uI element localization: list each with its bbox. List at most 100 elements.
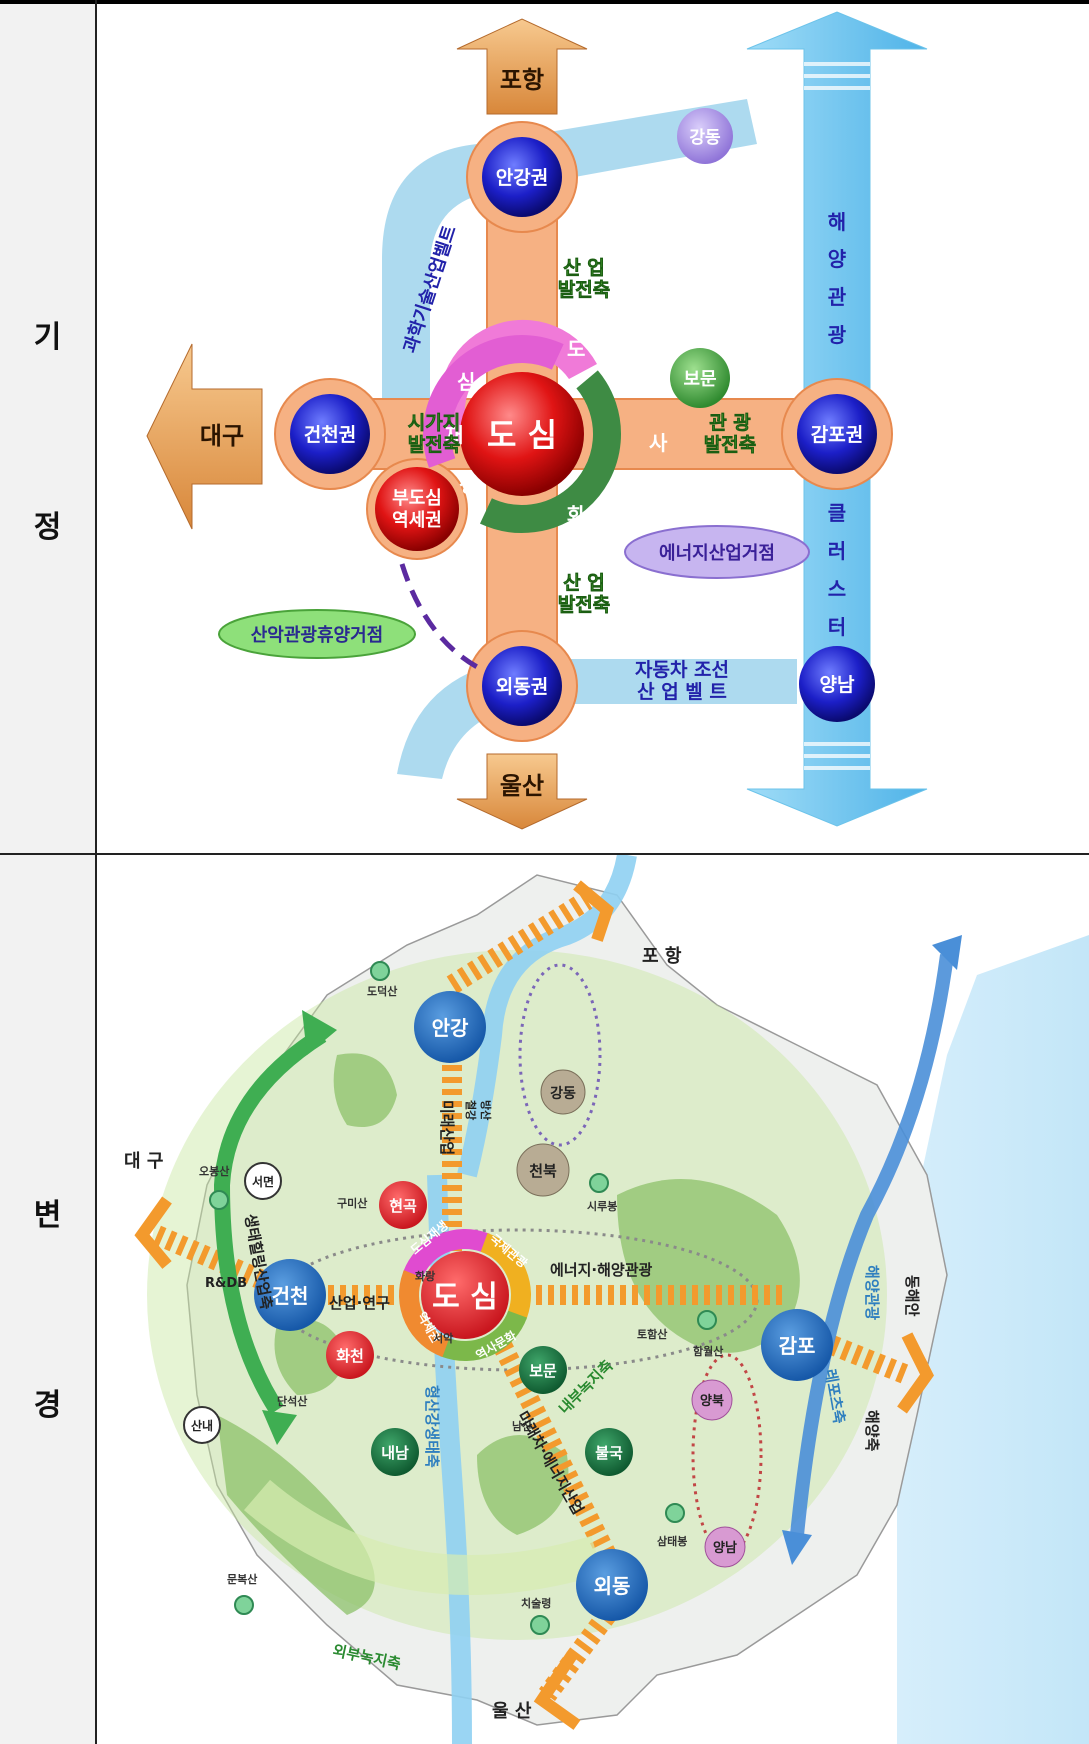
- axis-river-label: 형산강생태축: [423, 1385, 441, 1468]
- mountain-label-4: 시루봉: [587, 1200, 617, 1213]
- auto-belt-label-2: 산 업 벨 트: [637, 681, 727, 703]
- row1-label-char-1: 기: [33, 320, 62, 355]
- mountain-markers: [209, 961, 717, 1635]
- map-node-sannae: [183, 1406, 221, 1444]
- axis-west-label-1: 시가지: [408, 412, 460, 434]
- marine-char-8: 터: [828, 615, 846, 639]
- row1-label-char-2: 정: [33, 510, 62, 545]
- node-yangnam: [799, 646, 875, 722]
- arrow-east: [897, 1332, 934, 1414]
- marine-char-1: 해: [828, 210, 846, 234]
- map-node-yangbuk-label: 양북: [700, 1394, 724, 1409]
- map-node-hyeongok-label: 현곡: [389, 1197, 417, 1215]
- ring-char-sa: 사: [649, 431, 668, 455]
- yangbuk-yangnam-outline: [691, 1353, 763, 1557]
- map-node-seomyeon-label: 서면: [252, 1174, 274, 1189]
- axis-west-rnd-label: R&DB: [205, 1276, 247, 1291]
- node-subcenter-label-1: 부도심: [392, 488, 442, 509]
- axis-west-label: 산업·연구: [329, 1294, 390, 1312]
- original-plan-diagram: 포항 대구 울산 도 심 도 심 재 생 역 사 문 화 안강권 건천권: [146, 11, 928, 830]
- map-node-gangdong: [540, 1069, 586, 1115]
- eco-healing-arrow-head-s: [262, 1410, 297, 1445]
- map-dir-pohang: 포 항: [642, 946, 682, 967]
- coastal-arrow: [790, 954, 954, 1536]
- node-yangnam-label: 양남: [820, 674, 855, 696]
- auto-belt-label-1: 자동차 조선: [635, 659, 729, 681]
- table-top-border: [0, 0, 1089, 4]
- mountain-hub-badge: [218, 609, 416, 659]
- ring-char-hwa: 화: [567, 503, 586, 527]
- axis-east-coast-label: 동해안: [903, 1275, 921, 1317]
- energy-hub-badge: [624, 525, 810, 579]
- map-node-gampo: [761, 1309, 833, 1381]
- coastal-arrow-head-n: [932, 935, 962, 970]
- marine-char-4: 광: [828, 323, 847, 347]
- map-center-circle: [421, 1251, 509, 1339]
- map-node-bomun-label: 보문: [529, 1362, 557, 1380]
- row2-label-char-1: 변: [33, 1198, 62, 1233]
- map-dir-ulsan: 울 산: [492, 1701, 532, 1722]
- mountain-label-11: 문복산: [227, 1572, 257, 1586]
- node-geoncheon: [290, 394, 370, 474]
- ring-char-saeng: 생: [459, 473, 477, 497]
- mountain-label-9: 삼태봉: [657, 1534, 687, 1548]
- row-divider: [0, 853, 1089, 855]
- mountain-label-10: 치술령: [521, 1596, 551, 1610]
- node-subcenter-label-2: 역세권: [392, 510, 442, 531]
- arrow-daegu: [134, 1196, 172, 1269]
- axis-east-label: 에너지·해양관광: [550, 1261, 652, 1279]
- node-gampo-label: 감포권: [811, 424, 863, 446]
- mountain-label-2: 오봉산: [199, 1164, 229, 1178]
- node-bomun: [670, 348, 730, 408]
- ring-char-jae: 재: [445, 423, 463, 447]
- map-node-bulguk-label: 불국: [595, 1444, 623, 1462]
- sea-area: [897, 935, 1089, 1744]
- node-gangdong: [677, 108, 733, 164]
- map-center-label: 도 심: [432, 1280, 498, 1315]
- map-dir-daegu: 대 구: [124, 1151, 163, 1172]
- map-node-bomun: [519, 1346, 567, 1394]
- axis-north-label-1: 미래산업: [438, 1100, 456, 1155]
- map-node-oedong: [576, 1549, 648, 1621]
- arrow-north: [456, 18, 588, 115]
- column-divider: [95, 0, 97, 1744]
- arrow-west: [146, 343, 263, 530]
- map-node-yangbuk: [691, 1379, 733, 1421]
- map-node-hwacheon-label: 화천: [336, 1347, 364, 1365]
- arrow-south-label: 울산: [500, 772, 544, 800]
- ring-char-sim: 심: [457, 370, 475, 394]
- map-node-angang: [414, 991, 486, 1063]
- map-node-naenam: [371, 1428, 419, 1476]
- axis-east-label-1: 관 광: [709, 412, 751, 434]
- energy-hub-label: 에너지산업거점: [659, 543, 775, 564]
- arrow-north-label: 포항: [500, 66, 544, 94]
- mountain-label-1: 도덕산: [367, 984, 397, 998]
- axis-marine-tour-label: 해양관광: [863, 1265, 881, 1320]
- axis-north-label-2: 철강: [464, 1100, 478, 1120]
- mountain-label-7: 단석산: [277, 1394, 307, 1408]
- map-node-bulguk: [585, 1428, 633, 1476]
- map-node-yangnam-label: 양남: [713, 1540, 737, 1556]
- node-gampo: [797, 394, 877, 474]
- node-bomun-label: 보문: [683, 369, 716, 390]
- center-label: 도 심: [487, 416, 557, 454]
- marine-char-5: 클: [828, 501, 846, 525]
- node-angang-label: 안강권: [496, 167, 548, 189]
- center-ring: [423, 319, 621, 533]
- map-node-hwacheon: [326, 1331, 374, 1379]
- subcenter-dashed-link: [399, 563, 489, 675]
- center-circle: [460, 372, 584, 496]
- axis-west-label-2: 발전축: [408, 434, 460, 456]
- map-node-cheonbuk: [516, 1143, 570, 1197]
- map-node-geoncheon: [254, 1259, 326, 1331]
- axis-north-label-1: 산 업: [563, 257, 605, 279]
- map-node-oedong-label: 외동: [594, 1574, 631, 1598]
- auto-belt-band: [397, 659, 797, 779]
- marine-cluster-label: 해 양 관 광 클 러 스 터: [828, 210, 847, 639]
- marine-char-6: 러: [828, 539, 846, 563]
- node-gangdong-label: 강동: [689, 128, 721, 148]
- map-node-yangnam: [704, 1526, 746, 1568]
- marine-char-2: 양: [828, 247, 847, 271]
- axis-north-label-3: 방산: [479, 1100, 493, 1120]
